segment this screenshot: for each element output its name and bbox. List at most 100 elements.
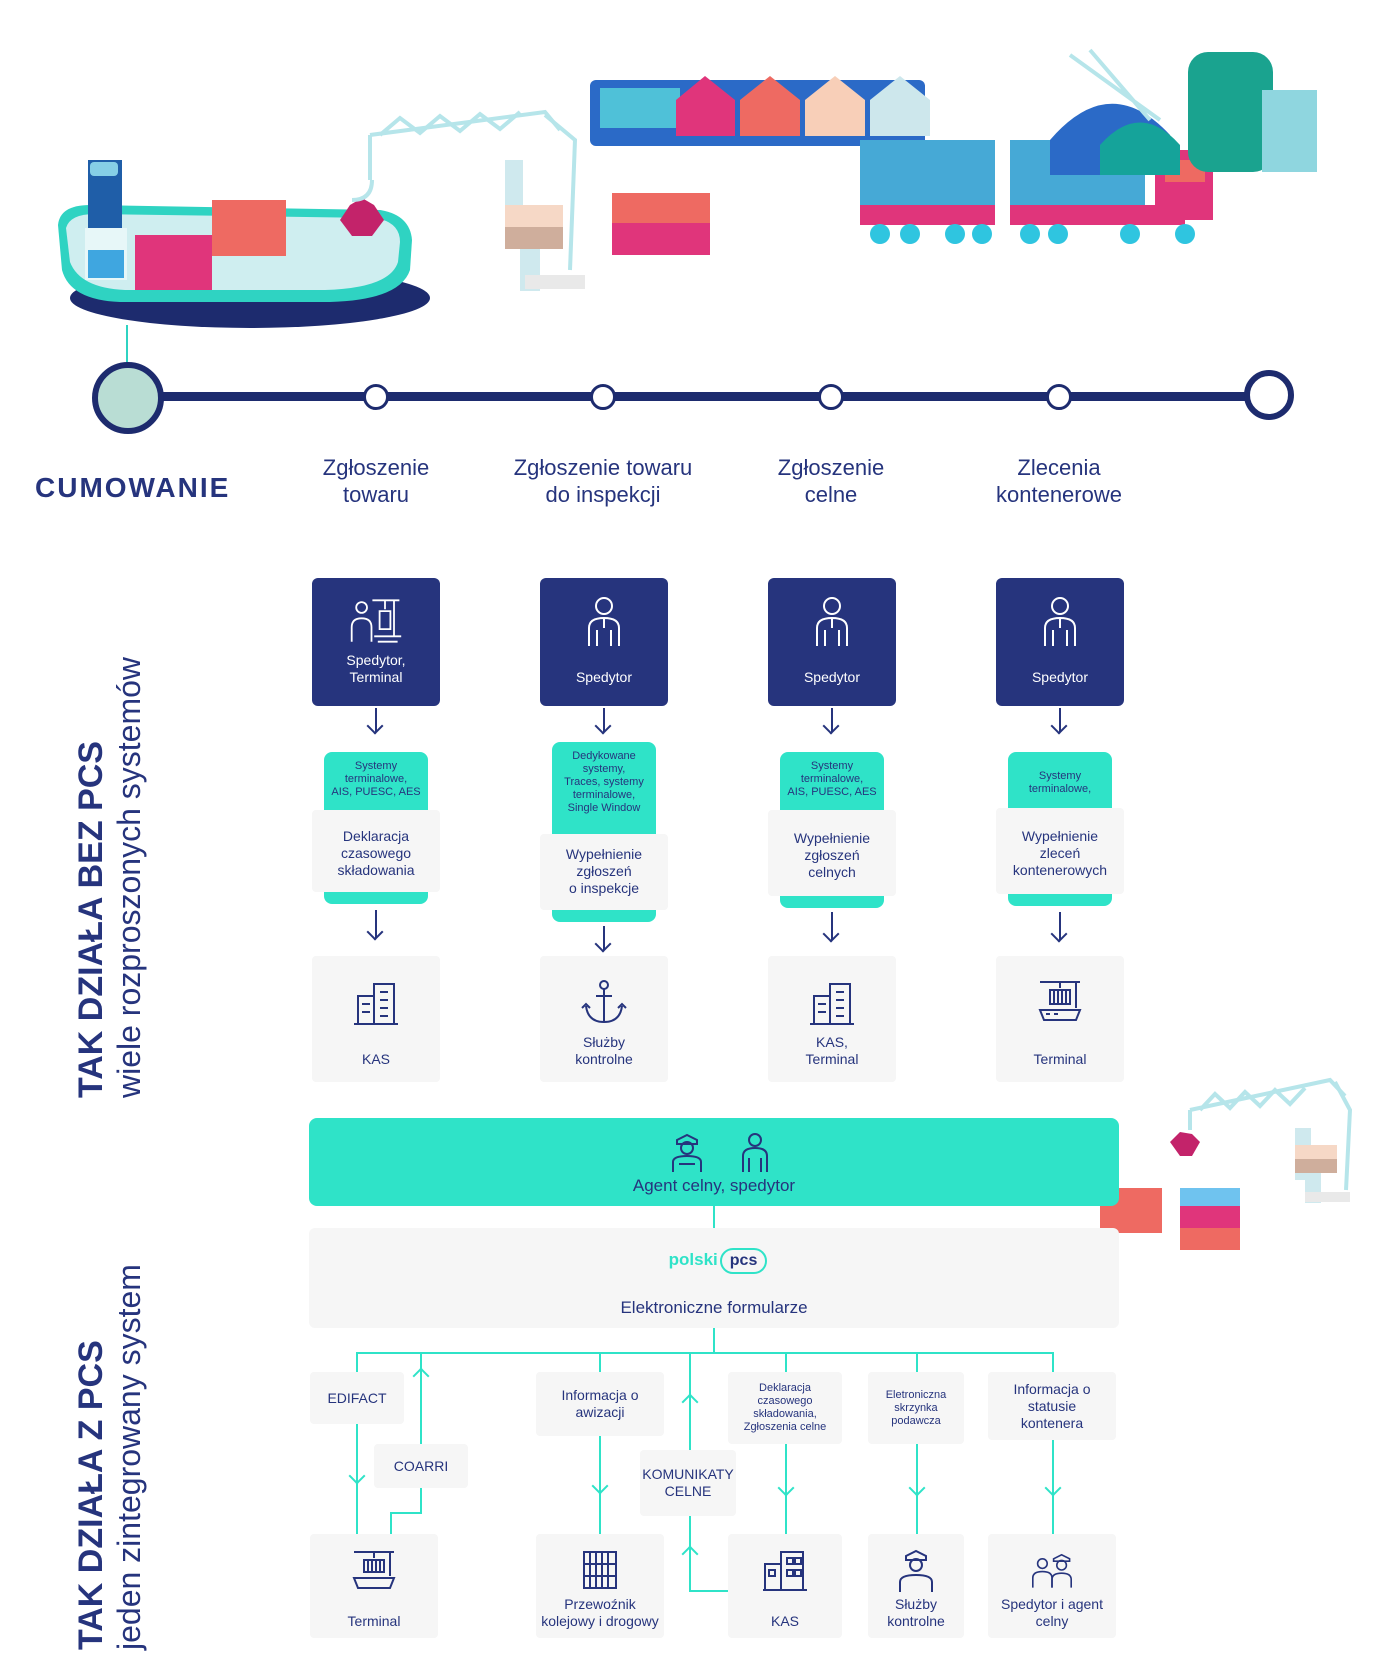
document-bar-3	[780, 896, 884, 908]
connector-line	[599, 1352, 601, 1372]
container-stack-icon	[583, 1551, 617, 1589]
panel-label: Elektroniczne formularze	[620, 1298, 808, 1317]
arrow-down	[1052, 1440, 1054, 1494]
connector-line	[785, 1494, 787, 1534]
connector-line	[1052, 1494, 1054, 1534]
destination-card-terminal: Terminal	[996, 956, 1124, 1082]
timeline-node-3	[818, 384, 844, 410]
arrow-up	[689, 1396, 691, 1450]
connector-line	[785, 1352, 787, 1372]
arrow-up	[420, 1370, 422, 1444]
connector-line	[390, 1512, 392, 1534]
timeline-line	[130, 392, 1280, 401]
arrow-up	[689, 1548, 691, 1592]
person-icon	[588, 597, 620, 646]
timeline-node-2	[590, 384, 616, 410]
arrow-down	[831, 708, 833, 732]
agent-bar: Agent celny, spedytor	[309, 1118, 1119, 1206]
port-crane-illustration	[351, 109, 578, 271]
connector-line	[390, 1512, 422, 1514]
arrow-down	[831, 912, 833, 940]
connector-line	[420, 1352, 422, 1370]
destination-card-kas-terminal: KAS,Terminal	[768, 956, 896, 1082]
connector-line	[356, 1352, 358, 1372]
connector-line	[689, 1590, 741, 1592]
office-building-icon	[763, 1551, 807, 1591]
agent-label: Agent celny, spedytor	[632, 1176, 796, 1195]
timeline-stem	[126, 325, 128, 365]
actor-card-forwarder: Spedytor	[996, 578, 1124, 706]
anchor-icon	[581, 980, 627, 1024]
actor-card-forwarder: Spedytor	[768, 578, 896, 706]
person-icon	[1044, 597, 1076, 646]
people-group-icon	[1032, 1553, 1072, 1588]
arrow-down	[375, 708, 377, 732]
destination-card-kas: KAS	[312, 956, 440, 1082]
section-title-no-pcs: TAK DZIAŁA BEZ PCS wiele rozproszonych s…	[72, 656, 147, 1098]
cargo-ship-illustration	[58, 160, 430, 328]
crane-containers-illustration	[1100, 1077, 1353, 1250]
arrow-down	[599, 1436, 601, 1492]
timeline-end-node	[1244, 370, 1294, 420]
timeline-node-1	[363, 384, 389, 410]
arrow-down	[1059, 708, 1061, 732]
tag-edifact: EDIFACT	[310, 1372, 404, 1424]
train-wagon-illustration	[860, 140, 995, 244]
document-bar-1	[324, 892, 428, 904]
arrow-down	[375, 910, 377, 938]
actor-card-forwarder-terminal: Spedytor,Terminal	[312, 578, 440, 706]
customs-officer-icon	[899, 1549, 933, 1592]
tag-coarri: COARRI	[374, 1444, 468, 1488]
connector-line	[916, 1352, 918, 1372]
city-buildings-illustration	[1050, 48, 1317, 175]
forwarder-terminal-icon	[350, 599, 402, 643]
container-terminal-icon	[352, 1551, 396, 1589]
office-building-icon	[810, 983, 854, 1025]
customs-agent-icon	[672, 1133, 702, 1172]
arrow-down	[785, 1444, 787, 1494]
connector-line	[356, 1482, 358, 1534]
arrow-down	[603, 708, 605, 732]
section-title-pcs: TAK DZIAŁA Z PCS jeden zintegrowany syst…	[72, 1264, 147, 1650]
document-bar-4	[1008, 894, 1112, 906]
connector-line	[713, 1206, 715, 1228]
container-terminal-icon	[1038, 981, 1082, 1021]
arrow-down	[916, 1444, 918, 1494]
timeline-node-4	[1046, 384, 1072, 410]
actor-card-forwarder: Spedytor	[540, 578, 668, 706]
timeline-start-node	[92, 362, 164, 434]
person-icon	[742, 1133, 768, 1172]
connector-line	[420, 1488, 422, 1512]
document-bar-2	[552, 910, 656, 922]
port-illustration	[58, 48, 1317, 328]
person-icon	[816, 597, 848, 646]
arrow-down	[603, 926, 605, 950]
arrow-down	[356, 1424, 358, 1482]
connector-line	[356, 1352, 1054, 1354]
connector-line	[916, 1494, 918, 1534]
start-label: CUMOWANIE	[35, 472, 231, 503]
bulk-carrier-illustration	[590, 76, 930, 146]
connector-line	[713, 1328, 715, 1352]
destination-terminal: Terminal	[310, 1534, 438, 1638]
